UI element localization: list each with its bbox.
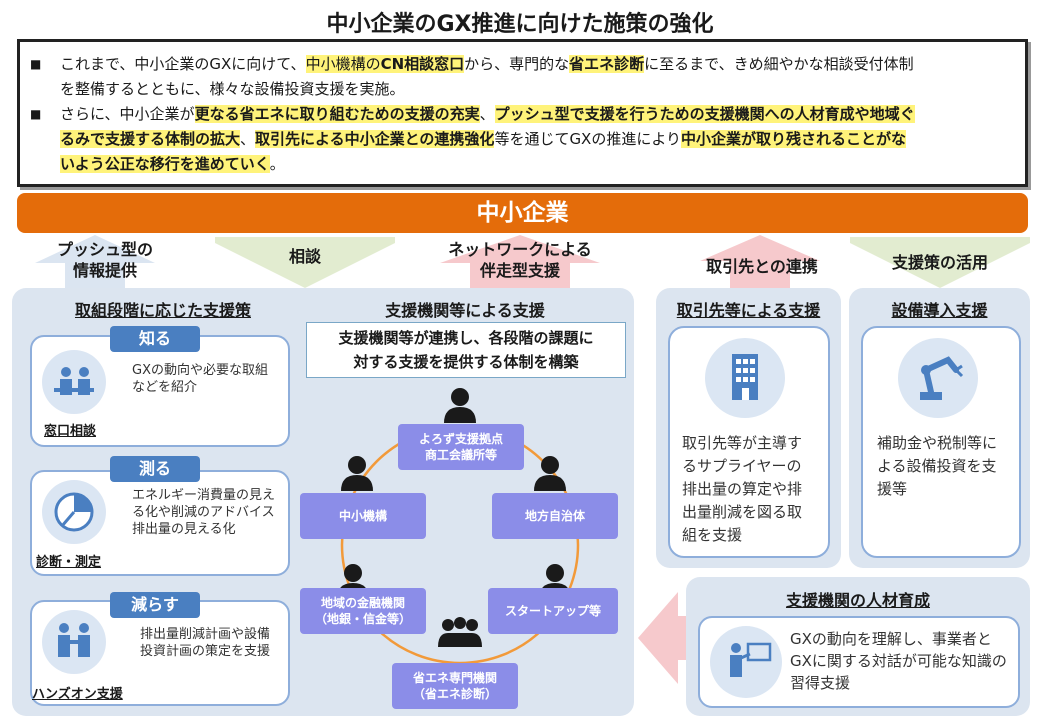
equipment-desc: 補助金や税制等による設備投資を支援等: [877, 434, 998, 498]
stage-tag: 知る: [110, 326, 200, 352]
summary-highlight: 省エネ診断: [569, 55, 645, 73]
stage-label: 窓口相談: [44, 424, 97, 439]
bullet-icon: ■: [30, 107, 42, 121]
node-local-gov: 地方自治体: [492, 493, 618, 539]
policy-utilize-label: 支援策の活用: [891, 253, 988, 272]
stage-panel-title: 取組段階に応じた支援策: [74, 301, 251, 320]
center-panel-title: 支援機関等による支援: [385, 301, 545, 320]
stage-label: 診断・測定: [36, 555, 102, 570]
summary-highlight: 更なる省エネに取り組むための支援の充実: [194, 105, 480, 123]
node-energy: 省エネ専門機関（省エネ診断）: [392, 663, 518, 709]
stage-desc: GXの動向や必要な取組などを紹介: [132, 363, 268, 395]
consult-label: 相談: [288, 247, 321, 266]
training-panel-title: 支援機関の人材育成: [785, 591, 930, 610]
stage-tag: 減らす: [110, 592, 200, 618]
left-arrow-icon: [638, 592, 690, 684]
summary-paragraph-1: ■ これまで、中小企業のGXに向けて、中小機構のCN相談窓口から、専門的な省エネ…: [30, 52, 1009, 102]
network-support-label: ネットワークによる伴走型支援: [448, 240, 592, 280]
network-arrow-icon: [440, 235, 600, 291]
equipment-panel-title: 設備導入支援: [891, 301, 988, 320]
summary-paragraph-2: ■ さらに、中小企業が更なる省エネに取り組むための支援の充実、プッシュ型で支援を…: [30, 102, 1009, 177]
network-subtitle-line: 支援機関等が連携し、各段階の課題に: [338, 329, 594, 347]
partner-desc: 取引先等が主導するサプライヤーの排出量の算定や排出量削減を図る取組を支援: [682, 434, 803, 544]
summary-text: これまで、中小企業のGXに向けて、: [60, 55, 306, 73]
summary-text: さらに、中小企業が: [60, 105, 195, 123]
summary-text: 、: [479, 105, 495, 123]
network-subtitle-line: 対する支援を提供する体制を構築: [353, 353, 579, 371]
robot-arm-icon: [898, 338, 978, 418]
summary-text: 等を通じてGXの推進により: [494, 130, 682, 148]
handshake-icon: [42, 610, 106, 674]
summary-text: に至るまで、きめ細やかな相談受付体制: [644, 55, 914, 73]
summary-highlight: プッシュ型で支援を行うための支援機関への人材育成や地域ぐ: [494, 105, 915, 123]
pie-chart-icon: [42, 480, 106, 544]
summary-highlight: いよう公正な移行を進めていく: [60, 155, 270, 173]
summary-highlight: るみで支援する体制の拡大: [60, 130, 241, 148]
node-yorozu: よろず支援拠点商工会議所等: [398, 424, 524, 470]
person-icon: [337, 388, 571, 647]
summary-text: を整備するとともに、様々な設備投資支援を実施。: [60, 80, 405, 98]
flow-arrows: [35, 235, 1030, 291]
bullet-icon: ■: [30, 57, 42, 71]
summary-text: 、: [240, 130, 256, 148]
summary-highlight: 中小企業が取り残されることがな: [681, 130, 907, 148]
summary-text: から、専門的な: [464, 55, 570, 73]
reception-icon: [42, 350, 106, 414]
summary-highlight: 中小機構の: [305, 55, 381, 73]
stage-label: ハンズオン支援: [32, 687, 123, 702]
utilize-arrow-icon: [850, 237, 1030, 288]
network-ring: [337, 388, 580, 665]
summary-text: 。: [269, 155, 285, 173]
stage-desc: 排出量削減計画や設備投資計画の策定を支援: [140, 627, 271, 659]
consult-arrow-icon: [215, 237, 395, 288]
push-info-label: プッシュ型の情報提供: [56, 240, 153, 280]
stage-tag: 測る: [110, 456, 200, 482]
summary-highlight: CN相談窓口: [380, 55, 465, 73]
page-title: 中小企業のGX推進に向けた施策の強化: [326, 12, 714, 37]
summary-highlight: 取引先による中小企業との連携強化: [255, 130, 495, 148]
partner-panel-title: 取引先等による支援: [676, 301, 821, 320]
node-startup: スタートアップ等: [488, 588, 618, 634]
partner-arrow-icon: [700, 235, 820, 291]
node-smrj: 中小機構: [300, 493, 426, 539]
node-finance: 地域の金融機関（地銀・信金等）: [300, 588, 426, 634]
stage-desc: エネルギー消費量の見える化や削減のアドバイス 排出量の見える化: [132, 488, 288, 537]
summary-box: ■ これまで、中小企業のGXに向けて、中小機構のCN相談窓口から、専門的な省エネ…: [17, 39, 1028, 187]
partner-collab-label: 取引先との連携: [706, 257, 818, 276]
building-icon: [705, 338, 785, 418]
lecture-icon: [710, 626, 782, 698]
sme-banner: 中小企業: [17, 193, 1028, 233]
push-arrow-icon: [35, 235, 155, 291]
training-desc: GXの動向を理解し、事業者とGXに関する対話が可能な知識の習得支援: [790, 630, 1007, 692]
network-subtitle-box: 支援機関等が連携し、各段階の課題に 対する支援を提供する体制を構築: [306, 322, 626, 378]
